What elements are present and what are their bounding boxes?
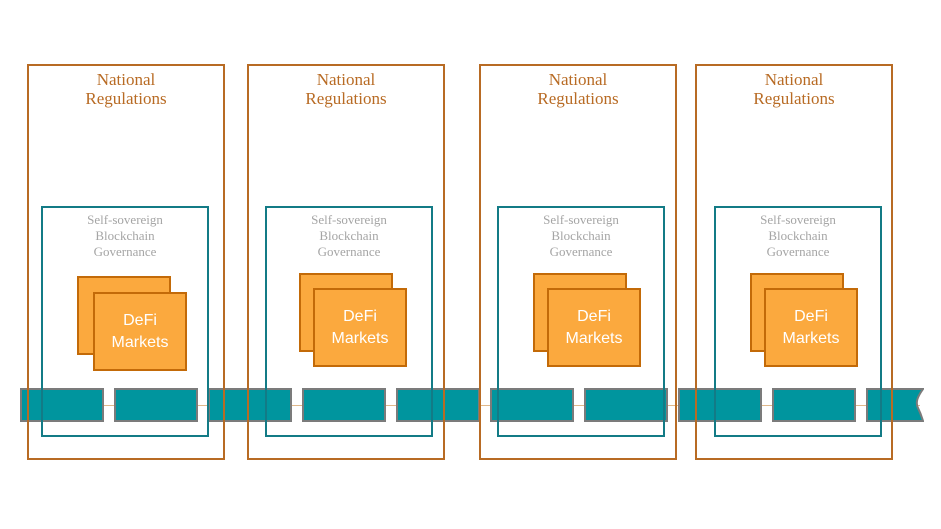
blockchain-governance-label: Self-sovereign Blockchain Governance	[760, 212, 836, 259]
defi-markets-card: DeFi Markets	[547, 288, 641, 367]
chain-block	[396, 388, 480, 422]
national-regulations-box: National Regulations Self-sovereign Bloc…	[479, 64, 677, 460]
blockchain-governance-box: Self-sovereign Blockchain Governance DeF…	[714, 206, 882, 437]
blockchain-governance-box: Self-sovereign Blockchain Governance DeF…	[497, 206, 665, 437]
chain-block	[678, 388, 762, 422]
defi-markets-card: DeFi Markets	[764, 288, 858, 367]
defi-markets-card: DeFi Markets	[313, 288, 407, 367]
defi-markets-label: DeFi Markets	[331, 307, 389, 347]
chain-block	[208, 388, 292, 422]
national-regulations-label: National Regulations	[537, 70, 619, 108]
chain-block	[490, 388, 574, 422]
blockchain-governance-label: Self-sovereign Blockchain Governance	[87, 212, 163, 259]
chain-block	[302, 388, 386, 422]
chain-block	[114, 388, 198, 422]
national-regulations-box: National Regulations Self-sovereign Bloc…	[695, 64, 893, 460]
chain-block	[772, 388, 856, 422]
blockchain-governance-label: Self-sovereign Blockchain Governance	[543, 212, 619, 259]
national-regulations-label: National Regulations	[85, 70, 167, 108]
chain-block	[20, 388, 104, 422]
defi-markets-label: DeFi Markets	[782, 307, 840, 347]
national-regulations-label: National Regulations	[305, 70, 387, 108]
national-regulations-box: National Regulations Self-sovereign Bloc…	[27, 64, 225, 460]
national-regulations-label: National Regulations	[753, 70, 835, 108]
chain-block	[584, 388, 668, 422]
blockchain-governance-box: Self-sovereign Blockchain Governance DeF…	[41, 206, 209, 437]
defi-markets-label: DeFi Markets	[111, 311, 169, 351]
blockchain-governance-box: Self-sovereign Blockchain Governance DeF…	[265, 206, 433, 437]
defi-markets-label: DeFi Markets	[565, 307, 623, 347]
blockchain-governance-label: Self-sovereign Blockchain Governance	[311, 212, 387, 259]
defi-markets-card: DeFi Markets	[93, 292, 187, 371]
national-regulations-box: National Regulations Self-sovereign Bloc…	[247, 64, 445, 460]
